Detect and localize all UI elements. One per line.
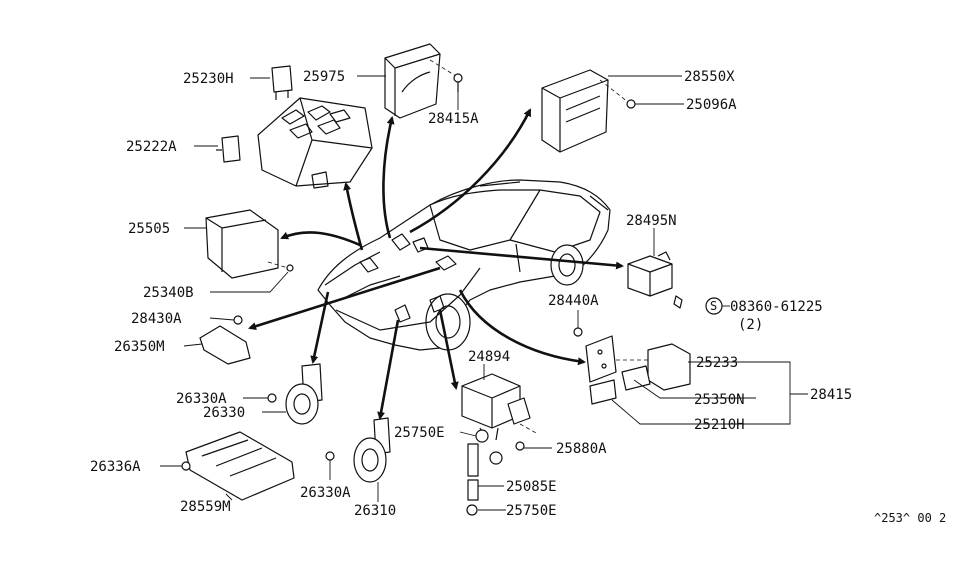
label-25975: 25975 bbox=[303, 69, 345, 85]
label-25750e-bottom: 25750E bbox=[506, 503, 557, 519]
label-26336a: 26336A bbox=[90, 459, 141, 475]
label-28440a: 28440A bbox=[548, 293, 599, 309]
label-25350n: 25350N bbox=[694, 392, 745, 408]
label-25750e-top: 25750E bbox=[394, 425, 445, 441]
label-24894: 24894 bbox=[468, 349, 510, 365]
bracket-25975 bbox=[384, 43, 463, 119]
relay-25222a bbox=[216, 135, 241, 163]
label-28559m: 28559M bbox=[180, 499, 231, 515]
control-unit-28550x bbox=[541, 69, 636, 153]
label-08360-qty: (2) bbox=[738, 317, 763, 333]
label-26330a-bottom: 26330A bbox=[300, 485, 351, 501]
label-08360-mark: S bbox=[710, 299, 717, 313]
label-25230h: 25230H bbox=[183, 71, 234, 87]
horn-26310 bbox=[325, 417, 391, 483]
label-26310: 26310 bbox=[354, 503, 396, 519]
relay-25230h bbox=[271, 65, 293, 100]
relay-24894 bbox=[461, 373, 539, 516]
label-25210h: 25210H bbox=[694, 417, 745, 433]
label-25096a: 25096A bbox=[686, 97, 737, 113]
callout-arrows bbox=[248, 108, 624, 420]
label-28415a: 28415A bbox=[428, 111, 479, 127]
label-26330a-top: 26330A bbox=[176, 391, 227, 407]
label-28430a: 28430A bbox=[131, 311, 182, 327]
label-28495n: 28495N bbox=[626, 213, 677, 229]
relay-28495n bbox=[627, 251, 723, 315]
fuse-box bbox=[257, 97, 373, 189]
label-28550x: 28550X bbox=[684, 69, 735, 85]
leader-lines bbox=[160, 75, 808, 511]
label-08360-61225: 08360-61225 bbox=[730, 299, 823, 315]
label-25340b: 25340B bbox=[143, 285, 194, 301]
label-26350m: 26350M bbox=[114, 339, 165, 355]
cover-25505 bbox=[205, 209, 294, 279]
label-25505: 25505 bbox=[128, 221, 170, 237]
relay-group-28415 bbox=[573, 327, 691, 405]
bracket-26350m bbox=[199, 315, 251, 365]
car-illustration bbox=[317, 179, 611, 351]
label-25222a: 25222A bbox=[126, 139, 177, 155]
bracket-28559m bbox=[181, 431, 295, 501]
horn-26330 bbox=[267, 363, 323, 425]
label-25085e: 25085E bbox=[506, 479, 557, 495]
label-26330: 26330 bbox=[203, 405, 245, 421]
label-28415: 28415 bbox=[810, 387, 852, 403]
label-25233: 25233 bbox=[696, 355, 738, 371]
reference-code: ^253^ 00 2 bbox=[874, 511, 946, 525]
part-labels: 25230H 25975 28415A 28550X 25096A 25222A… bbox=[90, 69, 946, 525]
label-25880a: 25880A bbox=[556, 441, 607, 457]
